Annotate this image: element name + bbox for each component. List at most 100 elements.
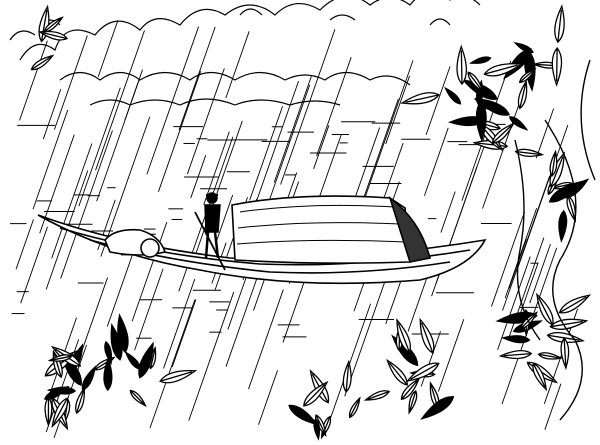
leaf (456, 44, 468, 86)
rain-streak (407, 272, 430, 332)
leaf (473, 98, 494, 111)
leaf (508, 116, 529, 131)
leaf (549, 149, 558, 178)
boatman-figure (194, 192, 226, 271)
leaf (475, 100, 487, 143)
rain-streak (131, 222, 168, 322)
punting-pole (194, 211, 226, 271)
rain-streak (134, 268, 164, 351)
rain-streak (544, 383, 562, 430)
rain-streak (216, 194, 234, 242)
rain-streak (385, 75, 411, 145)
leaf (537, 352, 563, 360)
rain-streak (497, 256, 531, 350)
rain-streak (491, 211, 526, 307)
leaf (159, 369, 198, 384)
leaf (313, 417, 321, 441)
leaf (342, 359, 352, 393)
cabin-shadow (388, 195, 431, 263)
rain-streak (529, 243, 551, 304)
rain-streak (149, 299, 196, 429)
rain-streak (440, 191, 456, 233)
rain-streak (60, 130, 113, 279)
leaf (548, 180, 583, 203)
rain-streak (203, 131, 230, 205)
rain-streak (535, 108, 555, 159)
foreground-foliage (30, 4, 591, 441)
leaf (420, 396, 455, 420)
leaf (517, 79, 528, 110)
sampan-boat (37, 195, 487, 285)
rain-streak (78, 87, 121, 207)
rain-streak (178, 26, 216, 131)
vine (580, 59, 596, 181)
rain-streak (188, 291, 235, 421)
rain-streak (437, 319, 465, 392)
leaf (549, 318, 589, 330)
rain-streak (146, 26, 199, 175)
leaf (348, 396, 361, 419)
boat-hull (37, 214, 487, 285)
distant-treeline (9, 0, 481, 106)
rain-streak (280, 29, 336, 185)
rain-streak (95, 30, 145, 171)
leaf (110, 323, 123, 361)
rain-streak (157, 71, 202, 192)
rain-streak (97, 20, 119, 77)
rain-streak (425, 66, 451, 136)
rain-streak (273, 75, 313, 183)
rain-streak (20, 226, 48, 304)
leaf (419, 317, 435, 355)
leaf (483, 63, 524, 77)
rain-streak (186, 68, 225, 175)
rain-streak (356, 60, 414, 220)
leaf (37, 30, 69, 41)
leaf (491, 122, 515, 144)
leaf (386, 358, 408, 386)
rain-streak (248, 289, 284, 390)
rain-streak (258, 370, 279, 425)
rain-streak (51, 143, 93, 259)
leaf (501, 335, 531, 344)
rain-streak (424, 127, 449, 196)
leaf (47, 354, 73, 362)
rain-streak (195, 120, 243, 254)
rain-streak (163, 278, 196, 369)
leaf (44, 396, 53, 427)
leaf (518, 67, 537, 84)
leaf (51, 397, 69, 428)
leaf (396, 318, 411, 354)
boatman-body (204, 204, 221, 233)
leaf (551, 46, 563, 87)
leaf (30, 54, 55, 71)
rain-streak (124, 69, 143, 121)
rain-streak (100, 116, 151, 257)
cargo-basket (140, 238, 160, 258)
leaf (558, 209, 568, 243)
vine (544, 119, 583, 421)
leaf (43, 16, 64, 33)
rain-streak (32, 109, 69, 210)
vine (514, 139, 541, 341)
rain-streak (482, 89, 525, 209)
rain-streak (19, 40, 48, 121)
leaf (498, 349, 533, 360)
leaf (467, 71, 485, 94)
rain-streak (42, 88, 62, 140)
rain-streak (316, 57, 352, 157)
rain-streak (313, 125, 330, 169)
rain-streak (249, 106, 283, 201)
rain-streak (39, 134, 75, 234)
leaf (400, 92, 440, 105)
rain-streak (516, 124, 569, 272)
leaf (514, 148, 545, 158)
leaf (560, 337, 570, 370)
leaf (532, 362, 548, 392)
leaf (405, 362, 440, 382)
leaf (536, 292, 554, 326)
leaf (138, 341, 154, 379)
rain-streak (225, 31, 250, 99)
hanging-vines (514, 59, 596, 421)
leaf (303, 380, 329, 407)
